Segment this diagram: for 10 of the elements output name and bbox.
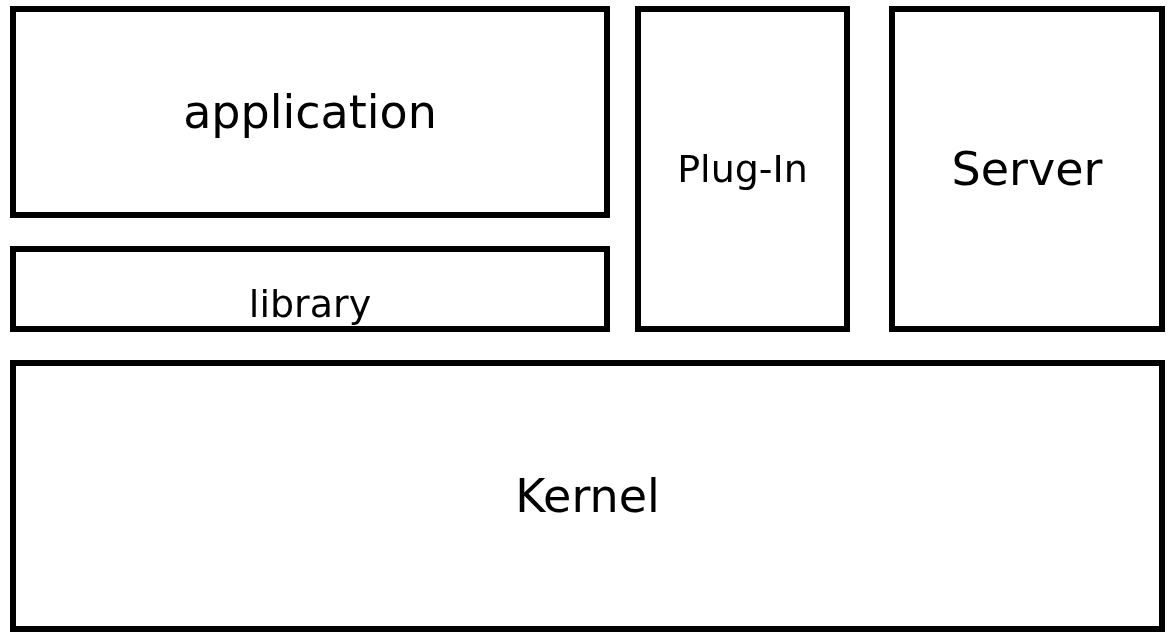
layer-label: application — [183, 85, 437, 139]
layer-label: library — [248, 282, 372, 326]
layer-box — [889, 6, 1165, 332]
layer-label: Server — [951, 142, 1103, 196]
layer-box — [10, 6, 610, 218]
layer-label: Plug-In — [677, 147, 808, 191]
layer-box — [10, 246, 610, 332]
layer-label: Kernel — [515, 469, 660, 523]
layer-box — [10, 360, 1165, 632]
layer-box — [635, 6, 850, 332]
